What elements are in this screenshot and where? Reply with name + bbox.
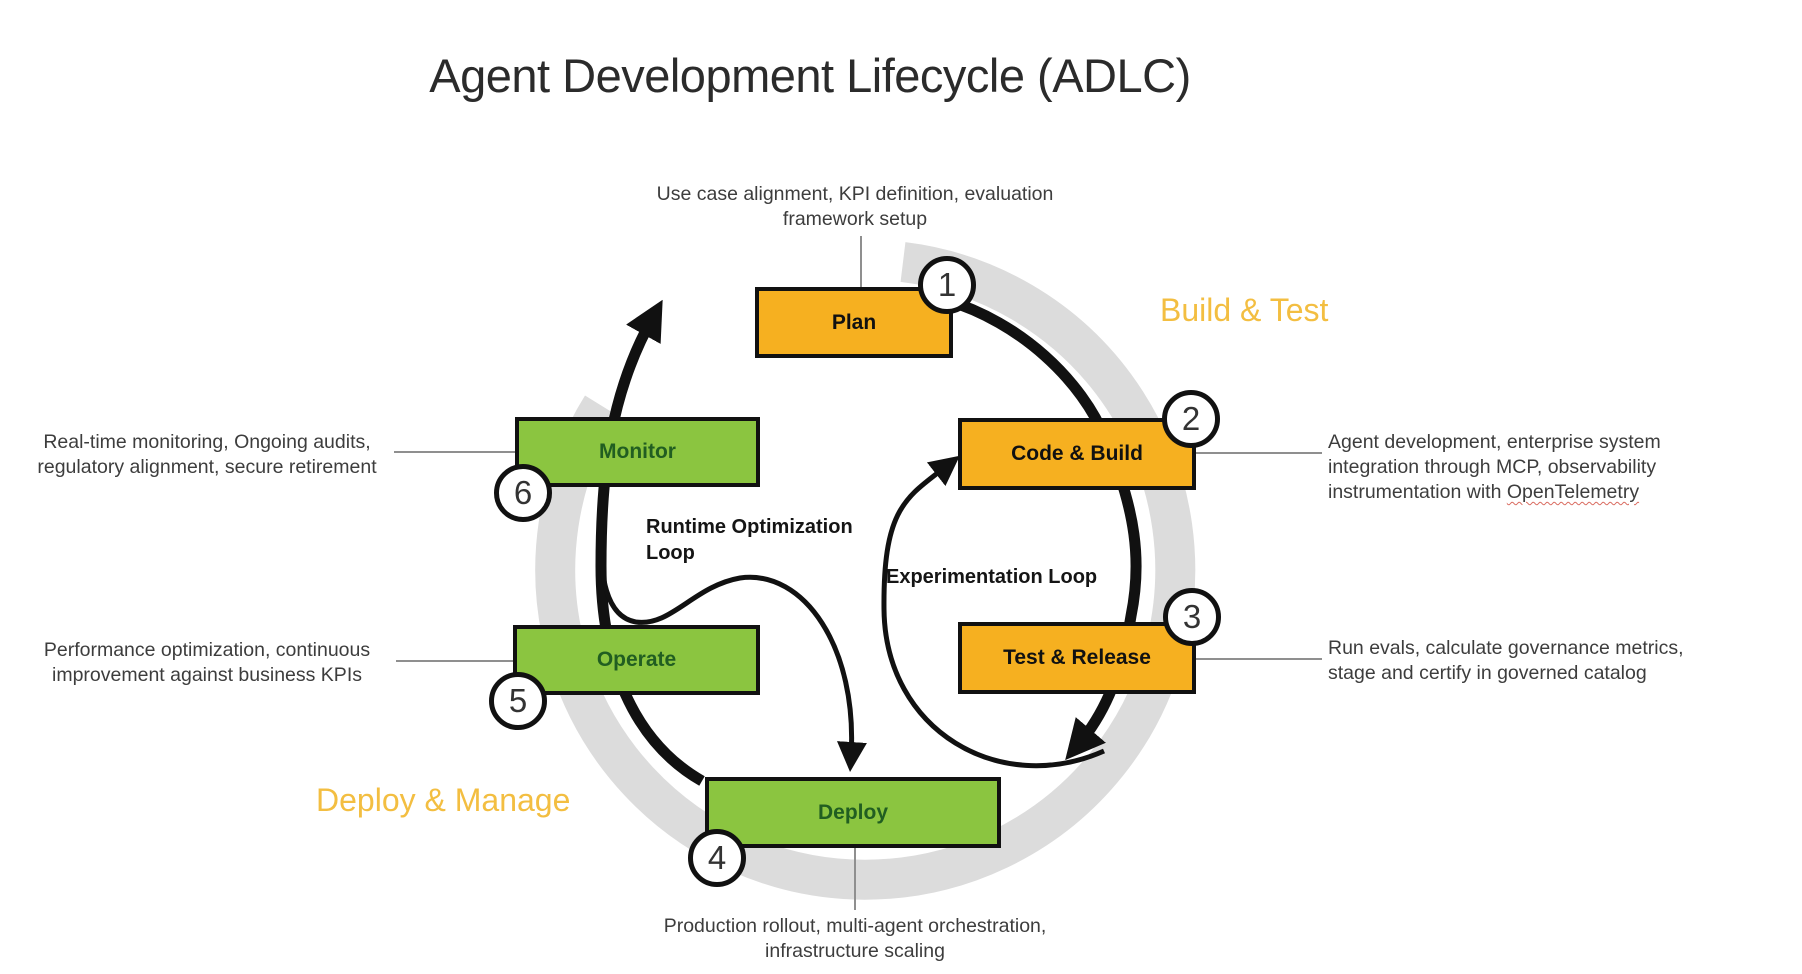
- loop-label-runtime-line1: Runtime Optimization: [646, 516, 853, 538]
- annotation-test-release-line2: stage and certify in governed catalog: [1328, 662, 1647, 684]
- annotation-code-build-line3: instrumentation with OpenTelemetry: [1328, 480, 1798, 505]
- stage-number-operate: 5: [508, 682, 528, 719]
- annotation-code-build: Agent development, enterprise system int…: [1328, 430, 1798, 505]
- annotation-monitor-line1: Real-time monitoring, Ongoing audits,: [43, 431, 371, 453]
- stage-badge-deploy: 4: [688, 829, 746, 887]
- annotation-operate-line2: improvement against business KPIs: [52, 664, 362, 686]
- stage-box-deploy: Deploy: [705, 777, 1001, 848]
- stage-label-test-release: Test & Release: [1003, 646, 1151, 669]
- stage-badge-operate: 5: [489, 672, 547, 730]
- stage-badge-code-build: 2: [1162, 390, 1220, 448]
- annotation-test-release: Run evals, calculate governance metrics,…: [1328, 636, 1798, 686]
- annotation-code-build-line1: Agent development, enterprise system: [1328, 431, 1661, 453]
- annotation-code-build-line2: integration through MCP, observability: [1328, 456, 1657, 478]
- loop-label-experimentation: Experimentation Loop: [886, 566, 1098, 588]
- stage-badge-plan: 1: [918, 256, 976, 314]
- page-title: Agent Development Lifecycle (ADLC): [429, 49, 1191, 102]
- stage-label-monitor: Monitor: [599, 440, 676, 463]
- stage-number-deploy: 4: [707, 839, 727, 876]
- annotation-test-release-line1: Run evals, calculate governance metrics,: [1328, 637, 1684, 659]
- annotation-monitor-line2: regulatory alignment, secure retirement: [37, 456, 377, 478]
- stage-number-plan: 1: [937, 266, 957, 303]
- stage-label-operate: Operate: [596, 648, 677, 671]
- annotation-operate: Performance optimization, continuous imp…: [22, 638, 392, 688]
- annotation-monitor: Real-time monitoring, Ongoing audits, re…: [22, 430, 392, 480]
- annotation-deploy-line2: infrastructure scaling: [765, 940, 945, 962]
- annotation-deploy: Production rollout, multi-agent orchestr…: [605, 914, 1105, 964]
- stage-label-deploy: Deploy: [817, 800, 888, 824]
- annotation-plan-line2: framework setup: [782, 208, 928, 230]
- loop-label-runtime: Runtime Optimization Loop: [646, 514, 853, 566]
- runtime-loop-arrow: [598, 523, 867, 772]
- stage-box-code-build: Code & Build: [958, 418, 1196, 490]
- stage-label-plan: Plan: [831, 310, 877, 334]
- stage-box-plan: Plan: [755, 287, 953, 358]
- stage-box-operate: Operate: [513, 625, 760, 695]
- stage-number-test-release: 3: [1182, 598, 1202, 635]
- stage-box-test-release: Test & Release: [958, 622, 1196, 694]
- annotation-deploy-line1: Production rollout, multi-agent orchestr…: [663, 915, 1047, 937]
- annotation-plan-line1: Use case alignment, KPI definition, eval…: [656, 183, 1054, 205]
- phase-label-deploy-manage: Deploy & Manage: [316, 782, 571, 818]
- experimentation-loop-arrow: [881, 455, 1106, 769]
- stage-badge-monitor: 6: [494, 464, 552, 522]
- stage-number-code-build: 2: [1181, 400, 1201, 437]
- annotation-code-build-opentelemetry: OpenTelemetry: [1506, 481, 1640, 503]
- stage-box-monitor: Monitor: [515, 417, 760, 487]
- annotation-code-build-line3-prefix: instrumentation with: [1328, 481, 1507, 503]
- annotation-plan: Use case alignment, KPI definition, eval…: [605, 182, 1105, 232]
- stage-badge-test-release: 3: [1163, 588, 1221, 646]
- stage-number-monitor: 6: [513, 474, 533, 511]
- phase-label-build-test: Build & Test: [1160, 292, 1329, 328]
- stage-label-code-build: Code & Build: [1011, 442, 1143, 465]
- annotation-operate-line1: Performance optimization, continuous: [43, 639, 371, 661]
- loop-label-runtime-line2: Loop: [646, 542, 695, 564]
